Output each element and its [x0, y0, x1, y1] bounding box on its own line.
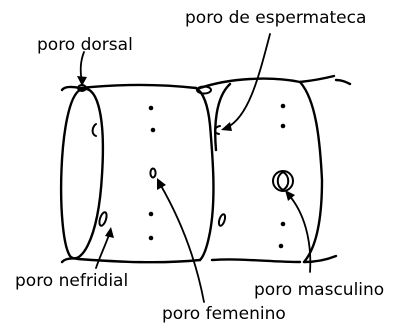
pointer-poro-nefridial — [96, 232, 110, 268]
segment-2-top-edge — [200, 76, 334, 88]
seta-dot — [281, 124, 286, 129]
label-poro-dorsal: poro dorsal — [37, 37, 133, 54]
arrowhead-poro-espermateca — [221, 122, 232, 131]
male-pore — [273, 171, 293, 191]
segment-1-bottom-edge — [62, 258, 200, 262]
seta-dot — [149, 236, 154, 241]
front-segment-face — [61, 89, 103, 259]
label-poro-femenino: poro femenino — [162, 306, 286, 323]
nephridial-pore — [98, 211, 108, 226]
segment-2-front-edge — [215, 84, 230, 150]
segment-2-back-groove — [300, 82, 322, 262]
pointer-poro-femenino — [160, 184, 204, 302]
seta-dot — [279, 244, 284, 249]
lateral-pore-2 — [218, 213, 227, 226]
seta-dot — [149, 212, 154, 217]
female-pore — [150, 169, 155, 178]
seta-dot — [151, 128, 156, 133]
label-poro-nefridial: poro nefridial — [15, 273, 128, 290]
seta-dot — [281, 104, 286, 109]
arrowhead-poro-masculino — [285, 190, 295, 201]
pointer-poro-masculino — [288, 194, 310, 272]
seta-dot — [149, 106, 154, 111]
label-poro-masculino: poro masculino — [254, 282, 384, 299]
lateral-pore-1 — [93, 124, 96, 136]
intersegmental-groove — [196, 88, 213, 260]
arrowhead-poro-dorsal — [77, 76, 87, 86]
setae-dots — [149, 104, 286, 249]
label-poro-espermateca: poro de espermateca — [185, 10, 366, 27]
arrowhead-poro-nefridial — [105, 227, 114, 238]
spermathecal-pore — [215, 126, 220, 134]
seta-dot — [281, 222, 286, 227]
next-segment-top-edge — [336, 80, 350, 84]
segment-2-bottom-edge — [212, 259, 300, 262]
